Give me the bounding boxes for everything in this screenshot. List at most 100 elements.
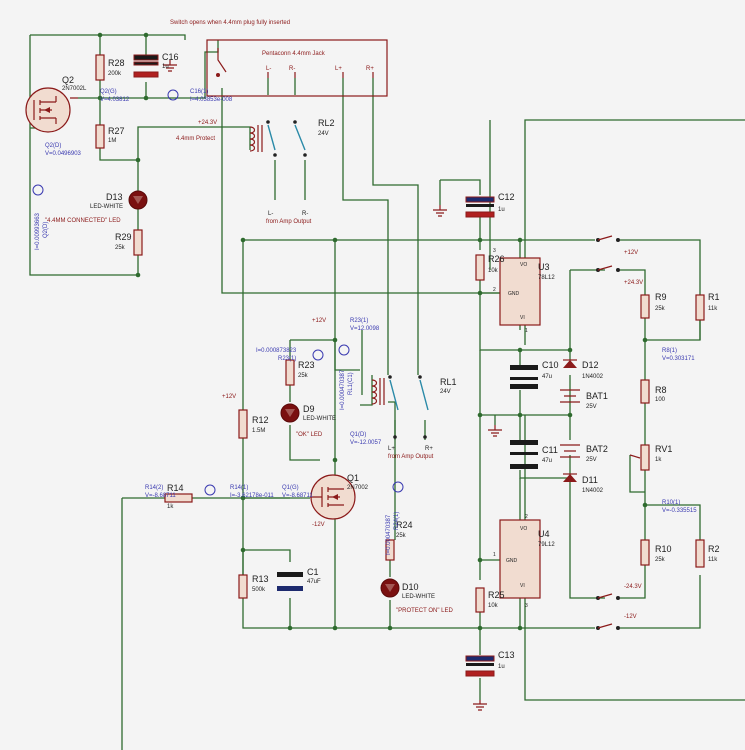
resistor-r1 xyxy=(695,294,705,321)
resistor-r10 xyxy=(640,539,650,566)
svg-text:R25: R25 xyxy=(488,590,505,600)
svg-text:R14(2): R14(2) xyxy=(145,485,163,491)
svg-text:500k: 500k xyxy=(252,587,266,593)
svg-text:VI: VI xyxy=(520,583,525,589)
svg-text:LED-WHITE: LED-WHITE xyxy=(90,204,123,210)
svg-text:Q2(G): Q2(G) xyxy=(100,89,117,95)
svg-text:2N7002: 2N7002 xyxy=(347,485,369,491)
diode-d12 xyxy=(563,360,577,368)
svg-text:RL1: RL1 xyxy=(440,377,457,387)
title-note: Switch opens when 4.4mm plug fully inser… xyxy=(170,20,290,26)
svg-text:11k: 11k xyxy=(708,557,718,563)
svg-text:VO: VO xyxy=(520,262,527,268)
svg-text:L-: L- xyxy=(268,211,273,217)
svg-text:C12: C12 xyxy=(498,192,515,202)
svg-text:GND: GND xyxy=(506,558,518,564)
svg-text:Q2: Q2 xyxy=(62,75,74,85)
svg-text:R+: R+ xyxy=(425,446,433,452)
svg-text:"PROTECT ON" LED: "PROTECT ON" LED xyxy=(396,608,453,614)
svg-text:25k: 25k xyxy=(396,533,407,539)
svg-text:V=-8.68711: V=-8.68711 xyxy=(282,493,313,499)
capacitor-c10 xyxy=(510,365,538,389)
svg-text:2: 2 xyxy=(493,287,496,293)
svg-text:LED-WHITE: LED-WHITE xyxy=(402,594,435,600)
svg-text:47u: 47u xyxy=(542,458,552,464)
svg-text:-12V: -12V xyxy=(312,522,325,528)
svg-text:L+: L+ xyxy=(335,66,342,72)
svg-text:D11: D11 xyxy=(582,475,598,485)
svg-text:R+: R+ xyxy=(366,66,374,72)
svg-text:R10(1): R10(1) xyxy=(662,500,680,506)
svg-text:C16: C16 xyxy=(162,52,179,62)
capacitor-c13 xyxy=(465,655,495,677)
svg-text:1N4002: 1N4002 xyxy=(582,488,604,494)
svg-text:1N4002: 1N4002 xyxy=(582,374,604,380)
resistor-rv1 xyxy=(640,444,650,471)
svg-text:"OK" LED: "OK" LED xyxy=(296,432,323,438)
svg-text:+24.3V: +24.3V xyxy=(624,280,643,286)
resistor-r27 xyxy=(95,124,105,149)
svg-text:R26: R26 xyxy=(488,254,505,264)
relay-rl2 xyxy=(249,120,307,157)
svg-text:25k: 25k xyxy=(655,557,666,563)
svg-text:R12: R12 xyxy=(252,415,269,425)
svg-text:78L12: 78L12 xyxy=(538,275,555,281)
resistor-r23 xyxy=(285,359,295,386)
svg-text:200k: 200k xyxy=(108,71,122,77)
diodes xyxy=(563,359,577,482)
svg-text:VO: VO xyxy=(520,526,527,532)
svg-text:RV1: RV1 xyxy=(655,444,672,454)
svg-text:-24.3V: -24.3V xyxy=(624,584,642,590)
svg-text:R9: R9 xyxy=(655,292,667,302)
regulators xyxy=(499,257,541,599)
svg-text:R29: R29 xyxy=(115,232,132,242)
wires xyxy=(29,34,745,750)
svg-text:BAT1: BAT1 xyxy=(586,391,608,401)
svg-text:25V: 25V xyxy=(586,404,597,410)
svg-text:C10: C10 xyxy=(542,360,559,370)
svg-text:R23(1): R23(1) xyxy=(278,356,296,362)
svg-text:24V: 24V xyxy=(318,131,329,137)
svg-text:25k: 25k xyxy=(298,373,309,379)
svg-text:LED-WHITE: LED-WHITE xyxy=(303,416,336,422)
ground-symbols xyxy=(163,60,502,711)
svg-text:R23(1): R23(1) xyxy=(350,318,368,324)
svg-text:1: 1 xyxy=(525,328,528,334)
svg-text:24V: 24V xyxy=(440,389,451,395)
svg-text:11k: 11k xyxy=(708,306,718,312)
mosfet-q1 xyxy=(310,474,356,520)
svg-text:L+: L+ xyxy=(388,446,395,452)
svg-text:1: 1 xyxy=(493,552,496,558)
resistor-r12 xyxy=(238,409,248,439)
svg-text:R13: R13 xyxy=(252,574,269,584)
svg-text:C11: C11 xyxy=(542,445,558,455)
regulator-u3 xyxy=(499,257,541,326)
pentaconn-jack xyxy=(206,39,388,97)
probe-labels: Q2(G) V=4.03812 C16(1) I=4.03853e-008 Q2… xyxy=(35,89,697,555)
led-d9 xyxy=(280,403,300,423)
svg-text:U4: U4 xyxy=(538,529,550,539)
svg-text:BAT2: BAT2 xyxy=(586,444,608,454)
svg-text:4.4mm Protect: 4.4mm Protect xyxy=(176,136,215,142)
batteries xyxy=(560,389,580,458)
svg-text:V=12.0098: V=12.0098 xyxy=(350,326,380,332)
resistor-r8 xyxy=(640,379,650,404)
svg-text:1u: 1u xyxy=(498,664,505,670)
battery-bat2 xyxy=(560,444,580,458)
svg-text:25V: 25V xyxy=(586,457,597,463)
svg-text:D12: D12 xyxy=(582,360,599,370)
svg-text:V=0.0496903: V=0.0496903 xyxy=(45,151,82,157)
svg-text:R8(1): R8(1) xyxy=(662,348,677,354)
resistor-r29 xyxy=(133,229,143,256)
svg-text:U3: U3 xyxy=(538,262,550,272)
battery-bat1 xyxy=(560,389,580,403)
svg-text:3: 3 xyxy=(493,248,496,254)
svg-text:GND: GND xyxy=(508,291,520,297)
svg-text:R14(1): R14(1) xyxy=(230,485,248,491)
svg-text:V=0.303171: V=0.303171 xyxy=(662,356,695,362)
led-d13 xyxy=(128,190,148,210)
svg-text:+24.3V: +24.3V xyxy=(198,120,217,126)
svg-text:2N7002L: 2N7002L xyxy=(62,86,87,92)
svg-text:Q2(D): Q2(D) xyxy=(43,222,49,238)
svg-text:Q1(D): Q1(D) xyxy=(350,432,366,438)
